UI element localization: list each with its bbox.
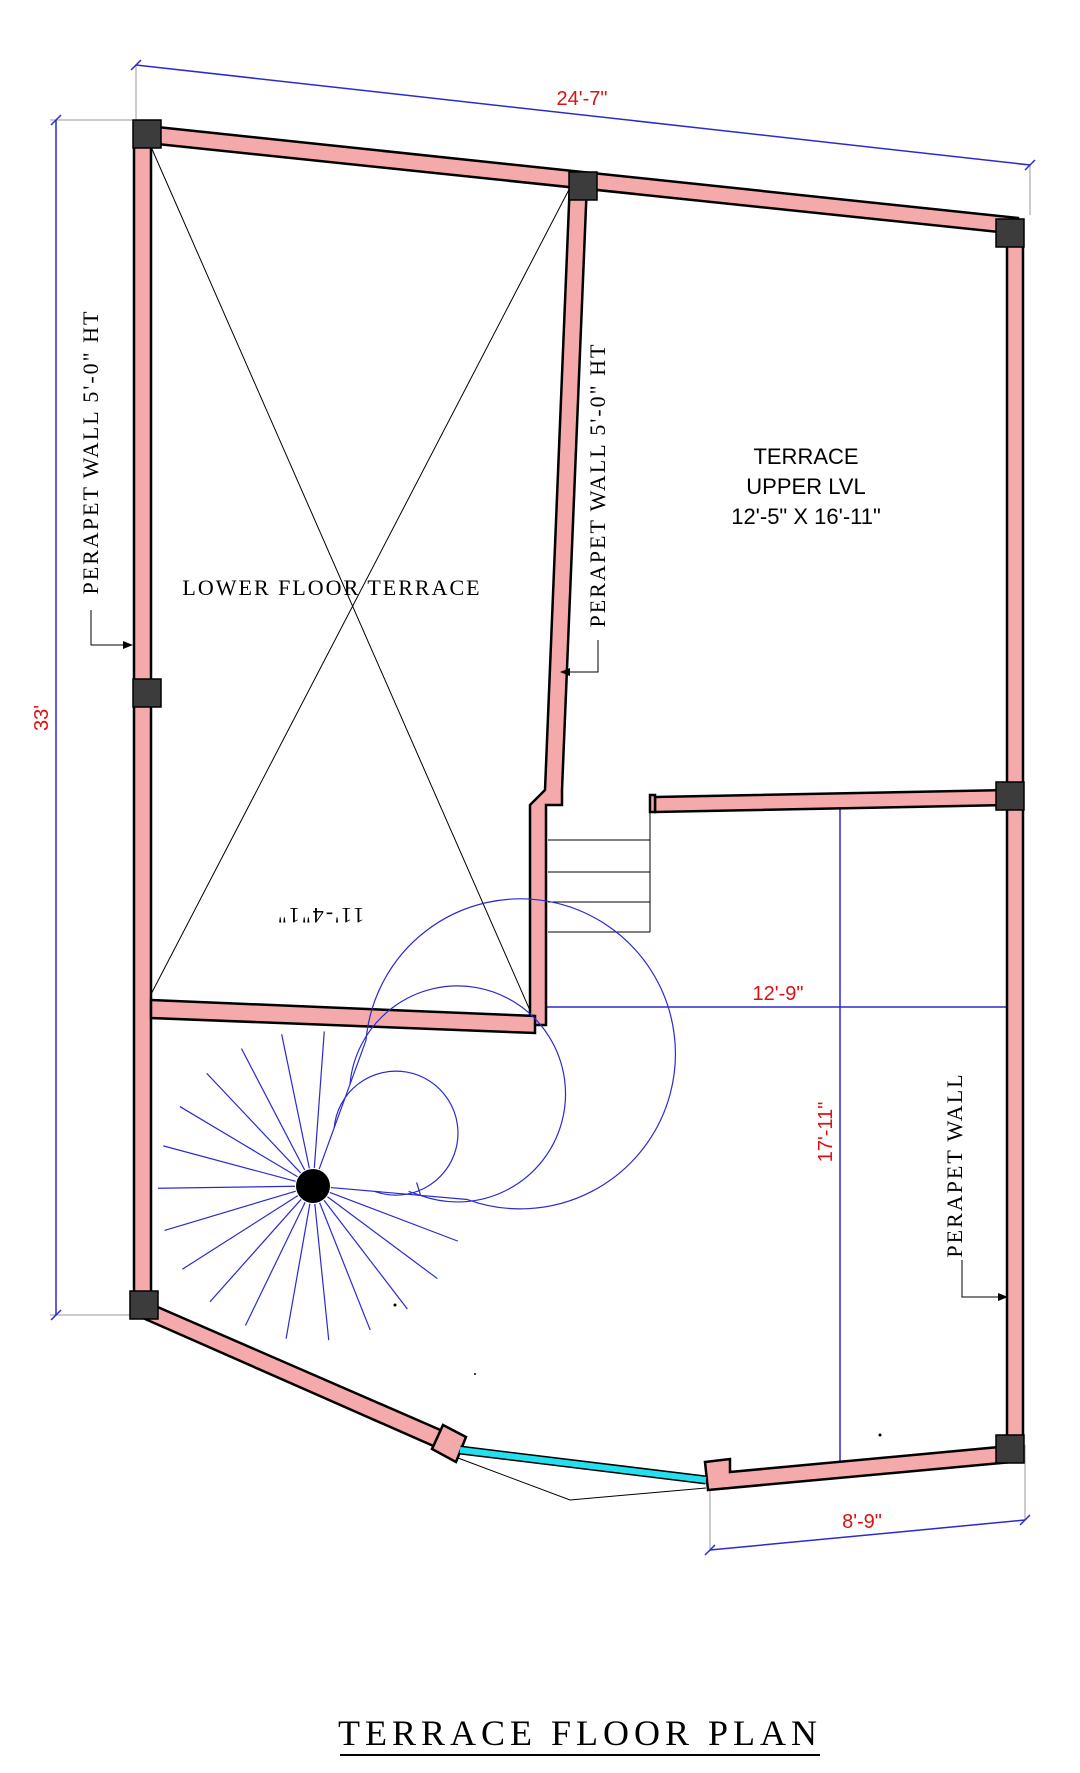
straight-stair: [548, 812, 651, 933]
column: [995, 218, 1025, 248]
spiral-stair-tread: [206, 1072, 302, 1174]
spiral-stair-tread: [327, 1196, 438, 1280]
upper-terrace-size-label: 12'-5" X 16'-11": [731, 504, 881, 529]
spiral-stair-tread: [319, 1202, 371, 1331]
column: [995, 1434, 1025, 1464]
spiral-stair-arc: [333, 1070, 459, 1196]
bottom-right-wall: [703, 1444, 1014, 1492]
spiral-stair-tread: [281, 1034, 310, 1169]
spiral-stair-tread: [209, 1199, 302, 1303]
bottom-left-slanted-wall: [133, 1303, 447, 1450]
left-dimension-label: 33': [31, 705, 53, 731]
parapet-left-label: PERAPET WALL 5'-0" HT: [78, 310, 103, 595]
column: [132, 678, 162, 708]
spiral-stair-arc: [349, 985, 567, 1203]
spiral-stair-tread: [318, 1040, 367, 1170]
spiral-stair-tread: [163, 1145, 296, 1182]
spiral-stair-tread: [164, 1190, 296, 1232]
spiral-stair-tread: [158, 1185, 296, 1189]
upper-terrace-label-line2: UPPER LVL: [746, 474, 865, 499]
spiral-stair-tread: [314, 1203, 330, 1341]
column: [129, 1290, 159, 1320]
lower-terrace-cross: [147, 139, 576, 1016]
spiral-stair-tread: [323, 1199, 408, 1310]
mirrored-dimension-label: 11'-4"1": [276, 903, 364, 928]
bottom-dimension-label: 8'-9": [842, 1511, 882, 1533]
plan-title: TERRACE FLOOR PLAN: [338, 1713, 822, 1753]
partition-wall: [149, 998, 537, 1035]
spiral-stair-tread: [313, 1031, 325, 1169]
upper-terrace-bottom-wall: [653, 788, 1010, 814]
spiral-stair-tread: [329, 1191, 459, 1242]
spiral-stair-tread: [179, 1106, 298, 1178]
spiral-stair-arc: [365, 898, 677, 1210]
spiral-staircase: [158, 898, 677, 1341]
stray-marks: [393, 1303, 882, 1437]
middle-dimension-label: 12'-9": [753, 983, 804, 1005]
left-wall: [132, 131, 153, 1317]
columns: [129, 119, 1025, 1464]
right-wall: [1005, 226, 1025, 1454]
vertical-dimension-label: 17'-11": [815, 1102, 837, 1163]
parapet-arrows: [90, 610, 1008, 1301]
top-dimension-line: [135, 64, 1031, 166]
spiral-stair-tread: [244, 1201, 306, 1326]
walls: [132, 123, 1025, 1492]
middle-wall: [528, 178, 589, 1027]
spiral-stair-tread: [330, 1186, 468, 1201]
bottom-dimension-line: [709, 1519, 1026, 1551]
spiral-stair-center-post: [296, 1169, 330, 1203]
upper-terrace-label-line1: TERRACE: [753, 444, 858, 469]
spiral-stair-tread: [181, 1195, 299, 1270]
column: [568, 171, 598, 201]
glass-opening: [457, 1445, 707, 1501]
column: [995, 781, 1025, 811]
parapet-right-label: PERAPET WALL: [942, 1072, 967, 1257]
column: [132, 119, 162, 149]
spiral-stair-tread: [285, 1203, 311, 1339]
top-dimension-label: 24'-7": [557, 88, 608, 110]
spiral-stair-tread: [240, 1048, 306, 1171]
parapet-middle-label: PERAPET WALL 5'-0" HT: [585, 343, 610, 628]
spiral-stair-arrow: [408, 1182, 422, 1197]
lower-terrace-label: LOWER FLOOR TERRACE: [182, 575, 481, 600]
door-jamb-left: [430, 1423, 468, 1464]
stair-landing-post: [648, 793, 657, 814]
